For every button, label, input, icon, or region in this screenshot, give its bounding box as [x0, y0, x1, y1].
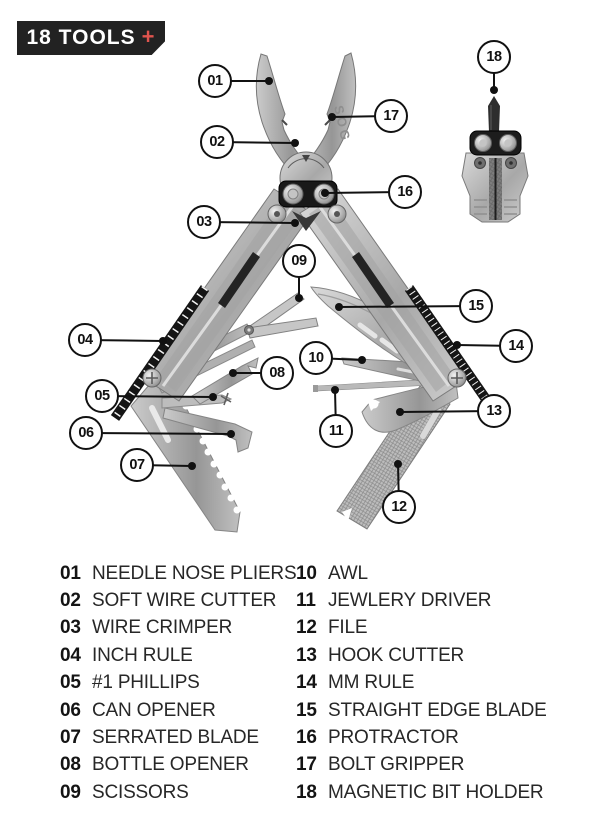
bottle-opener — [191, 357, 259, 405]
legend-label: AWL — [328, 562, 368, 584]
legend-num: 08 — [60, 754, 81, 776]
legend-item: 04 INCH RULE — [60, 642, 296, 669]
callout-10: 10 — [299, 341, 333, 375]
callout-05: 05 — [85, 379, 119, 413]
legend-label: CAN OPENER — [92, 699, 216, 721]
callout-18: 18 — [477, 40, 511, 74]
legend-item: 15 STRAIGHT EDGE BLADE — [296, 697, 547, 724]
legend-num: 14 — [296, 672, 317, 694]
legend-label: #1 PHILLIPS — [92, 672, 200, 694]
handle-right — [299, 188, 471, 402]
legend-label: JEWLERY DRIVER — [328, 590, 492, 612]
legend-item: 16 PROTRACTOR — [296, 724, 547, 751]
callout-15: 15 — [459, 289, 493, 323]
can-opener — [162, 407, 253, 453]
leader-dots — [159, 77, 498, 470]
badge-plus-icon: + — [141, 24, 156, 49]
legend-num: 13 — [296, 644, 317, 666]
legend-label: STRAIGHT EDGE BLADE — [328, 699, 547, 721]
legend-item: 08 BOTTLE OPENER — [60, 752, 296, 779]
legend-label: PROTRACTOR — [328, 727, 459, 749]
callout-16: 16 — [388, 175, 422, 209]
legend-num: 10 — [296, 562, 317, 584]
callout-03: 03 — [187, 205, 221, 239]
inset-bit-holder — [461, 96, 529, 223]
legend-label: WIRE CRIMPER — [92, 617, 233, 639]
legend-item: 12 FILE — [296, 615, 547, 642]
legend-label: INCH RULE — [92, 644, 193, 666]
legend-item: 09 SCISSORS — [60, 779, 296, 806]
legend-num: 15 — [296, 699, 317, 721]
legend-item: 03 WIRE CRIMPER — [60, 615, 296, 642]
legend-item: 17 BOLT GRIPPER — [296, 752, 547, 779]
legend-item: 13 HOOK CUTTER — [296, 642, 547, 669]
callout-13: 13 — [477, 394, 511, 428]
legend-num: 11 — [296, 590, 316, 612]
legend-label: SOFT WIRE CUTTER — [92, 590, 277, 612]
legend-item: 11 JEWLERY DRIVER — [296, 587, 547, 614]
callout-08: 08 — [260, 356, 294, 390]
legend-num: 07 — [60, 727, 81, 749]
callout-17: 17 — [374, 99, 408, 133]
legend-label: BOLT GRIPPER — [328, 754, 465, 776]
legend-column-right: 10 AWL 11 JEWLERY DRIVER 12 FILE 13 HOOK CUT… — [296, 560, 547, 807]
callout-12: 12 — [382, 490, 416, 524]
legend-item: 01 NEEDLE NOSE PLIERS — [60, 560, 297, 587]
legend-item: 02 SOFT WIRE CUTTER — [60, 587, 296, 614]
callout-09: 09 — [282, 244, 316, 278]
wire-crimper-gap — [292, 211, 321, 231]
legend-num: 04 — [60, 644, 81, 666]
legend-label: MM RULE — [328, 672, 415, 694]
legend-num: 06 — [60, 699, 81, 721]
callout-11: 11 — [319, 414, 353, 448]
bolt-gripper-block — [278, 180, 338, 208]
legend-label: FILE — [328, 617, 368, 639]
tools-count-badge: 18 TOOLS + — [17, 21, 165, 55]
legend-num: 01 — [60, 562, 81, 584]
legend-num: 17 — [296, 754, 317, 776]
legend-num: 02 — [60, 590, 81, 612]
legend-label: SCISSORS — [92, 781, 189, 803]
leader-lines — [84, 57, 517, 508]
legend-num: 12 — [296, 617, 317, 639]
callout-14: 14 — [499, 329, 533, 363]
legend-label: HOOK CUTTER — [328, 644, 465, 666]
handle-pivot-screws — [267, 204, 347, 224]
legend-item: 07 SERRATED BLADE — [60, 724, 296, 751]
legend-label: MAGNETIC BIT HOLDER — [328, 781, 544, 803]
legend-num: 09 — [60, 781, 81, 803]
legend-item: 14 MM RULE — [296, 670, 547, 697]
legend-label: NEEDLE NOSE PLIERS — [92, 562, 297, 584]
handle-left — [141, 188, 313, 402]
badge-text: 18 TOOLS — [26, 26, 136, 49]
callout-06: 06 — [69, 416, 103, 450]
legend-item: 10 AWL — [296, 560, 547, 587]
callout-07: 07 — [120, 448, 154, 482]
legend-item: 06 CAN OPENER — [60, 697, 296, 724]
legend-num: 18 — [296, 781, 317, 803]
legend-item: 18 MAGNETIC BIT HOLDER — [296, 779, 547, 806]
callout-01: 01 — [198, 64, 232, 98]
legend-num: 05 — [60, 672, 81, 694]
callout-02: 02 — [200, 125, 234, 159]
legend-label: SERRATED BLADE — [92, 727, 259, 749]
legend-num: 16 — [296, 727, 317, 749]
legend-item: 05 #1 PHILLIPS — [60, 670, 296, 697]
callout-04: 04 — [68, 323, 102, 357]
fan-pivot-screws — [142, 368, 467, 388]
legend-label: BOTTLE OPENER — [92, 754, 249, 776]
legend-num: 03 — [60, 617, 81, 639]
